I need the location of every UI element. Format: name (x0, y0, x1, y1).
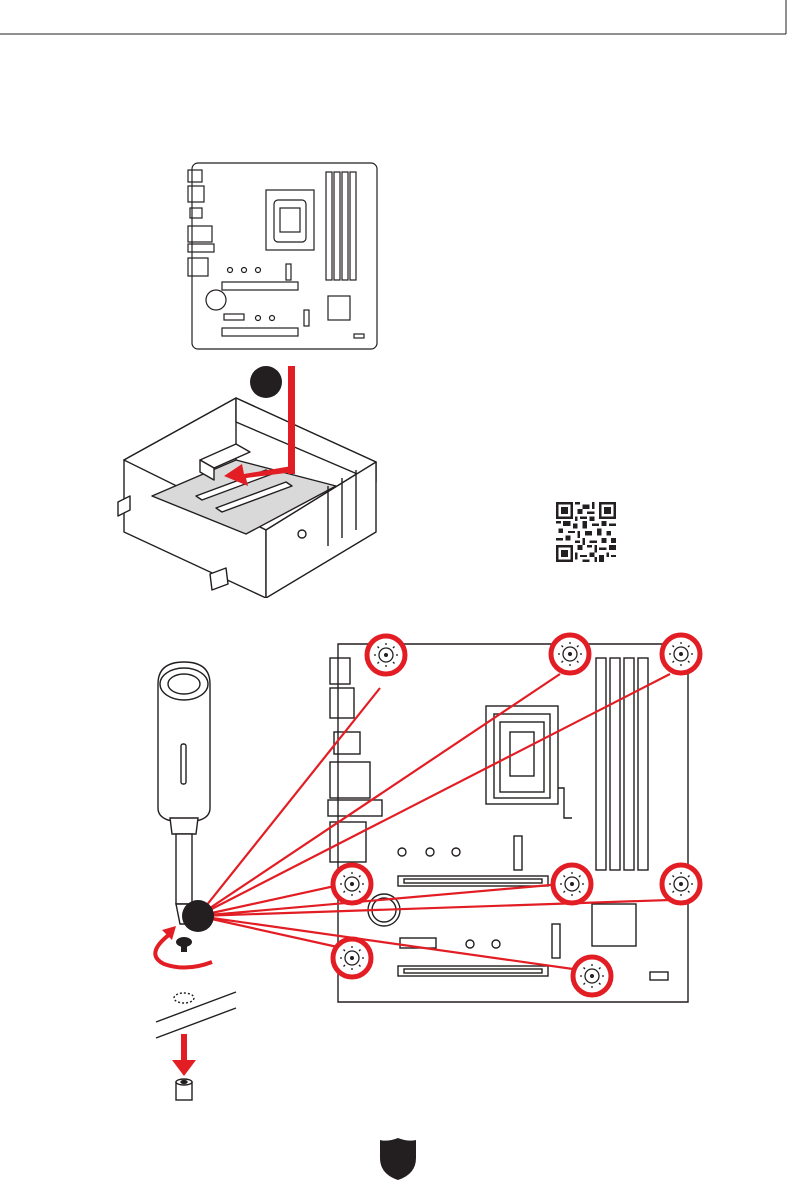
screw-hole-6 (662, 865, 700, 903)
case-with-io-shield (116, 362, 384, 598)
screw-hole-4 (333, 865, 371, 903)
screw-hole-8 (573, 957, 611, 995)
screw-hole-7 (333, 939, 371, 977)
qr-code-icon[interactable] (556, 502, 616, 562)
crop-mark (0, 0, 794, 60)
standoff-icon (176, 1079, 192, 1100)
screw-hole-5 (553, 865, 591, 903)
screw-hole-1 (367, 636, 405, 674)
motherboard-top-view (186, 160, 382, 352)
screw-icon (155, 926, 212, 968)
screw-hole-2 (551, 635, 589, 673)
shield-logo-icon (378, 1136, 418, 1182)
motherboard-screw-diagram (140, 628, 710, 1114)
screwdriver-icon (158, 662, 210, 924)
screw-hole-3 (662, 635, 700, 673)
